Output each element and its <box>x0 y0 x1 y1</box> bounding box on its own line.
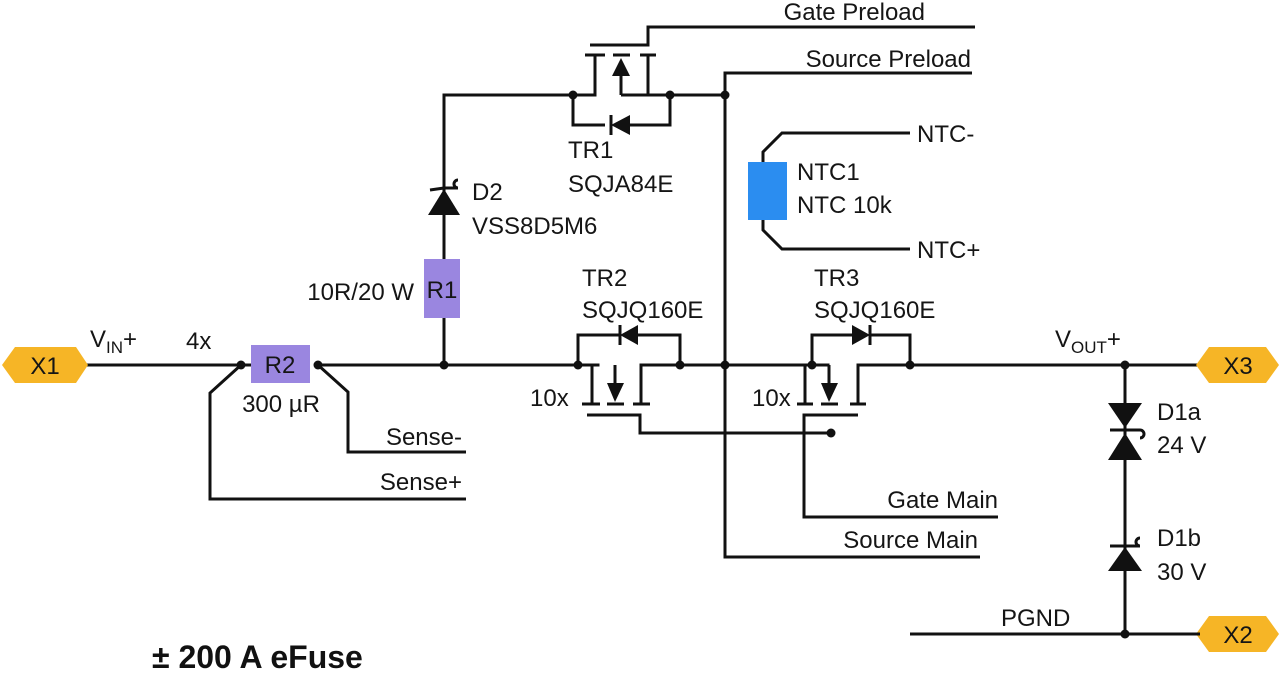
tr3-multiplier: 10x <box>752 385 791 412</box>
junction-dot <box>720 360 730 370</box>
tr2-value: SQJQ160E <box>582 297 703 324</box>
junction-dot <box>675 360 685 370</box>
r2-ref: R2 <box>265 352 296 379</box>
svg-text:VOUT+: VOUT+ <box>1055 326 1121 357</box>
connector-x1-label: X1 <box>30 353 59 380</box>
resistor-r1[interactable]: R1 <box>424 259 460 318</box>
diagram-title: ± 200 A eFuse <box>152 639 363 673</box>
mosfet-tr2[interactable] <box>576 325 830 435</box>
vin-label: VIN+ <box>90 326 137 357</box>
connector-x2[interactable]: X2 <box>1196 616 1279 652</box>
junction-dot <box>807 360 817 370</box>
tr2-ref: TR2 <box>582 265 627 292</box>
r2-value: 300 µR <box>242 391 320 418</box>
source-preload-wire <box>723 71 972 95</box>
sense-minus-label: Sense- <box>386 424 462 451</box>
junction-dot <box>439 360 449 370</box>
sense-wires <box>208 363 466 501</box>
resistor-r2[interactable]: R2 <box>251 345 310 383</box>
connector-x3-label: X3 <box>1223 353 1252 380</box>
junction-dot <box>665 90 675 100</box>
tvs-diode-d1b[interactable] <box>1108 536 1142 571</box>
junction-dot <box>826 428 836 438</box>
junction-dot <box>905 360 915 370</box>
connector-x2-label: X2 <box>1223 622 1252 649</box>
gate-main-label: Gate Main <box>887 487 998 514</box>
sense-plus-label: Sense+ <box>380 469 462 496</box>
ntc-plus-label: NTC+ <box>917 237 980 264</box>
d2-value: VSS8D5M6 <box>472 213 597 240</box>
d1b-value: 30 V <box>1157 559 1206 586</box>
connector-x1[interactable]: X1 <box>2 347 88 383</box>
source-main-wire <box>723 95 980 559</box>
source-preload-label: Source Preload <box>806 46 971 73</box>
ntc1-value: NTC 10k <box>797 192 893 219</box>
tr1-value: SQJA84E <box>568 171 673 198</box>
d1a-ref: D1a <box>1157 399 1202 426</box>
ntc-minus-label: NTC- <box>917 121 974 148</box>
connector-x3[interactable]: X3 <box>1196 347 1279 383</box>
tr1-ref: TR1 <box>568 137 613 164</box>
svg-text:VIN+: VIN+ <box>90 326 137 357</box>
vout-label: VOUT+ <box>1055 326 1121 357</box>
tvs-diode-d1a[interactable] <box>1108 403 1146 460</box>
d1a-value: 24 V <box>1157 432 1206 459</box>
junction-dot <box>573 360 583 370</box>
r1-ref: R1 <box>427 277 458 304</box>
thermistor-ntc1[interactable] <box>748 131 910 251</box>
d2-ref: D2 <box>472 179 503 206</box>
r2-multiplier: 4x <box>186 328 211 355</box>
junction-dot <box>1120 629 1130 639</box>
mosfet-tr1[interactable] <box>571 25 975 135</box>
gate-preload-label: Gate Preload <box>784 0 925 26</box>
ntc1-ref: NTC1 <box>797 159 860 186</box>
zener-diode-d2[interactable] <box>428 178 460 215</box>
tr3-ref: TR3 <box>814 265 859 292</box>
junction-dot <box>568 90 578 100</box>
source-main-label: Source Main <box>843 527 978 554</box>
tr3-value: SQJQ160E <box>814 297 935 324</box>
r1-value: 10R/20 W <box>307 279 414 306</box>
tr2-multiplier: 10x <box>530 385 569 412</box>
pgnd-label: PGND <box>1001 605 1070 632</box>
d1b-ref: D1b <box>1157 525 1201 552</box>
